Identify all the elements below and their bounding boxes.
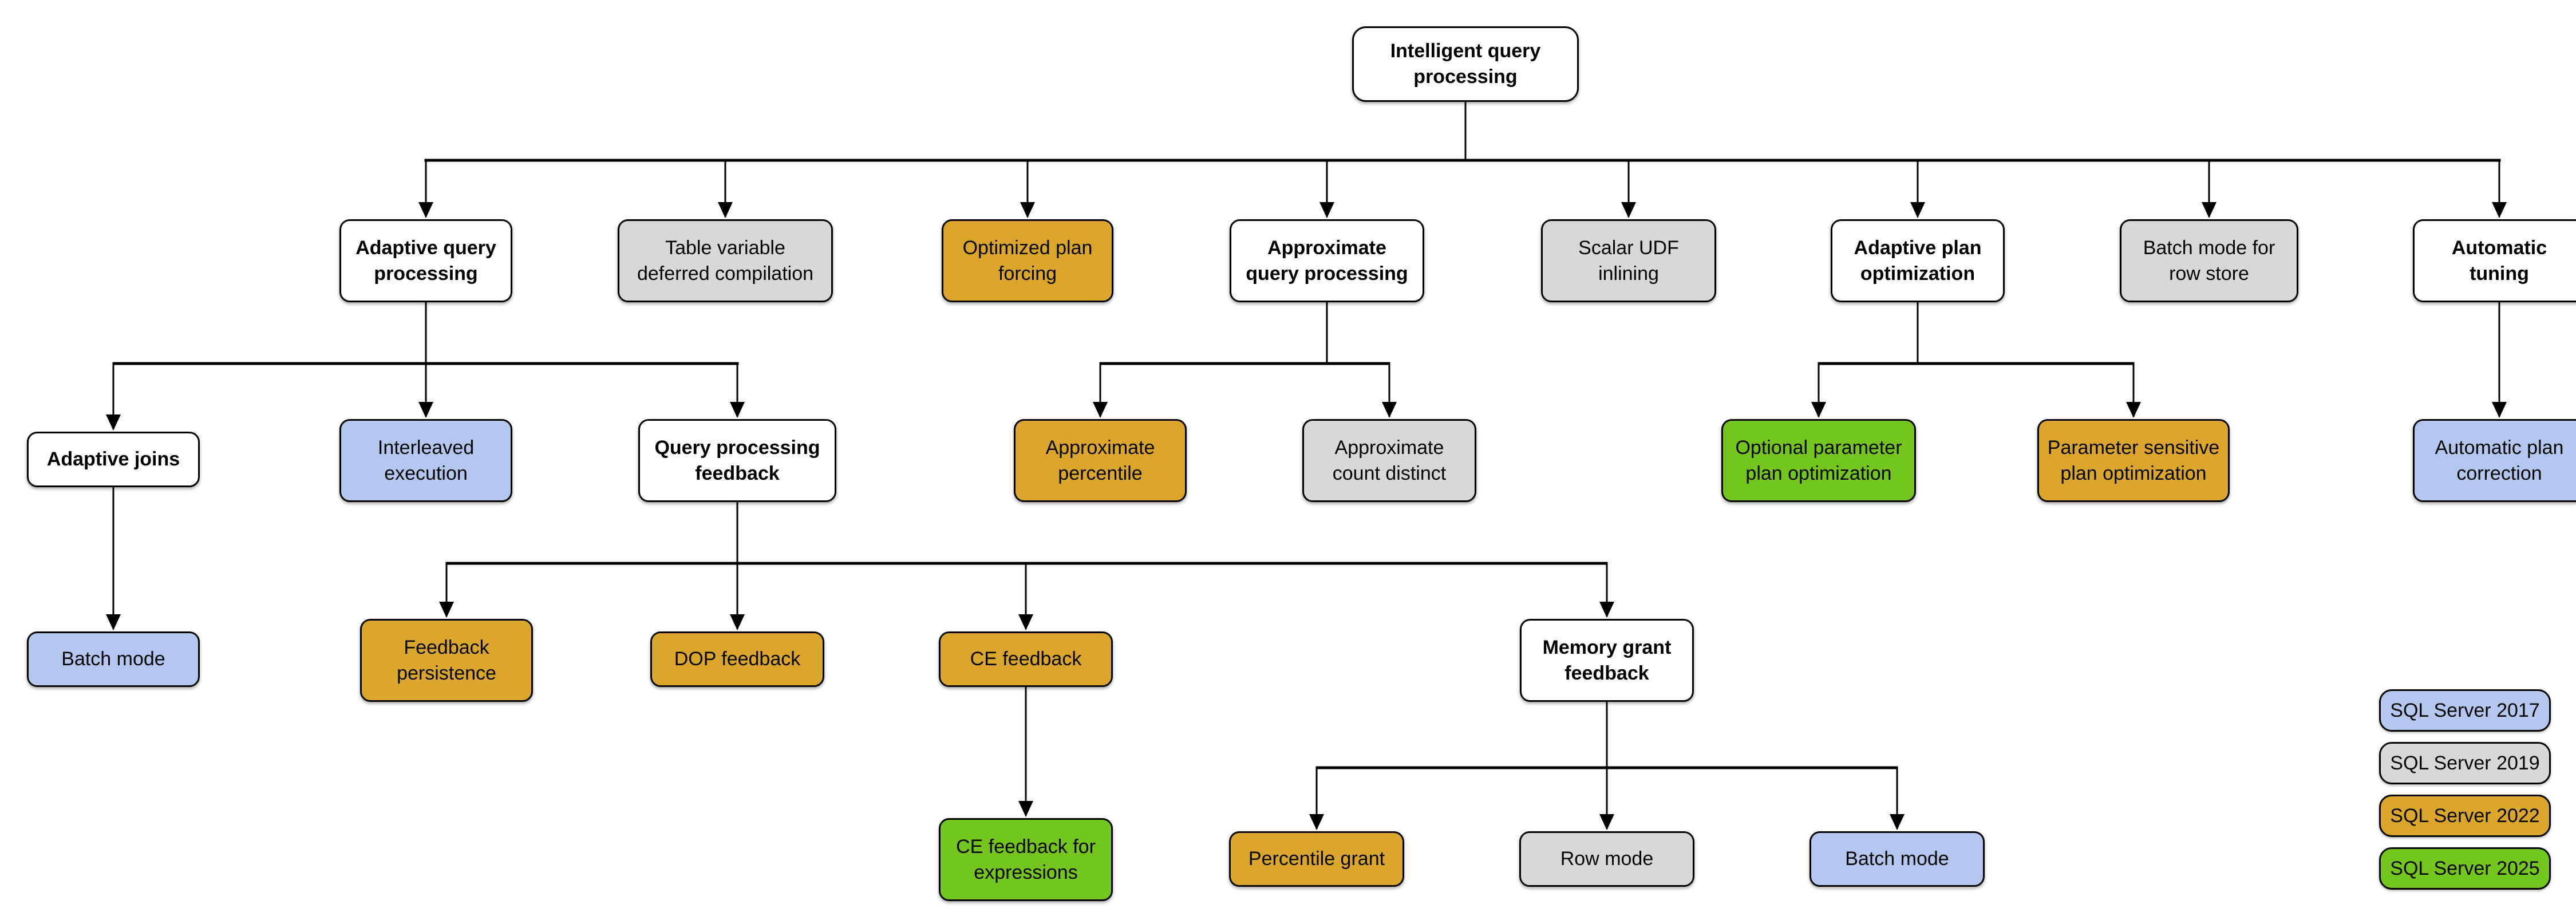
connector-approximate-query-processing bbox=[1093, 302, 1397, 418]
node-query-processing-feedback: Query processing feedback bbox=[638, 419, 836, 502]
node-intelligent-query-processing: Intelligent query processing bbox=[1352, 26, 1579, 102]
node-automatic-plan-correction: Automatic plan correction bbox=[2413, 419, 2576, 502]
legend-item-sql-server-2019: SQL Server 2019 bbox=[2379, 742, 2551, 784]
connector-query-processing-feedback bbox=[439, 502, 1614, 630]
node-scalar-udf-inlining: Scalar UDF inlining bbox=[1541, 219, 1716, 302]
legend-item-sql-server-2017: SQL Server 2017 bbox=[2379, 689, 2551, 732]
node-parameter-sensitive-plan-optimization: Parameter sensitive plan optimization bbox=[2037, 419, 2230, 502]
node-approximate-count-distinct: Approximate count distinct bbox=[1302, 419, 1476, 502]
node-adaptive-plan-optimization: Adaptive plan optimization bbox=[1831, 219, 2005, 302]
node-row-mode: Row mode bbox=[1519, 831, 1694, 887]
node-batch-mode-adaptive-joins: Batch mode bbox=[27, 631, 200, 687]
node-automatic-tuning: Automatic tuning bbox=[2413, 219, 2576, 302]
node-percentile-grant: Percentile grant bbox=[1229, 831, 1404, 887]
node-batch-mode-memory-grant: Batch mode bbox=[1809, 831, 1985, 887]
connector-adaptive-plan-optimization bbox=[1811, 302, 2141, 418]
node-memory-grant-feedback: Memory grant feedback bbox=[1520, 619, 1694, 702]
node-optimized-plan-forcing: Optimized plan forcing bbox=[942, 219, 1113, 302]
node-interleaved-execution: Interleaved execution bbox=[339, 419, 512, 502]
connector-root-trunk bbox=[418, 102, 2507, 218]
node-ce-feedback-for-expressions: CE feedback for expressions bbox=[939, 818, 1113, 901]
node-approximate-percentile: Approximate percentile bbox=[1014, 419, 1187, 502]
node-adaptive-query-processing: Adaptive query processing bbox=[339, 219, 512, 302]
node-optional-parameter-plan-optimization: Optional parameter plan optimization bbox=[1721, 419, 1916, 502]
node-feedback-persistence: Feedback persistence bbox=[360, 619, 533, 702]
node-adaptive-joins: Adaptive joins bbox=[27, 432, 200, 487]
connector-memory-grant-feedback bbox=[1309, 702, 1905, 830]
legend-item-sql-server-2022: SQL Server 2022 bbox=[2379, 795, 2551, 837]
node-ce-feedback: CE feedback bbox=[939, 631, 1113, 687]
node-dop-feedback: DOP feedback bbox=[650, 631, 824, 687]
node-batch-mode-for-row-store: Batch mode for row store bbox=[2120, 219, 2298, 302]
node-table-variable-deferred-compilation: Table variable deferred compilation bbox=[618, 219, 833, 302]
legend-item-sql-server-2025: SQL Server 2025 bbox=[2379, 847, 2551, 890]
connector-adaptive-query-processing bbox=[106, 302, 745, 431]
node-approximate-query-processing: Approximate query processing bbox=[1230, 219, 1424, 302]
